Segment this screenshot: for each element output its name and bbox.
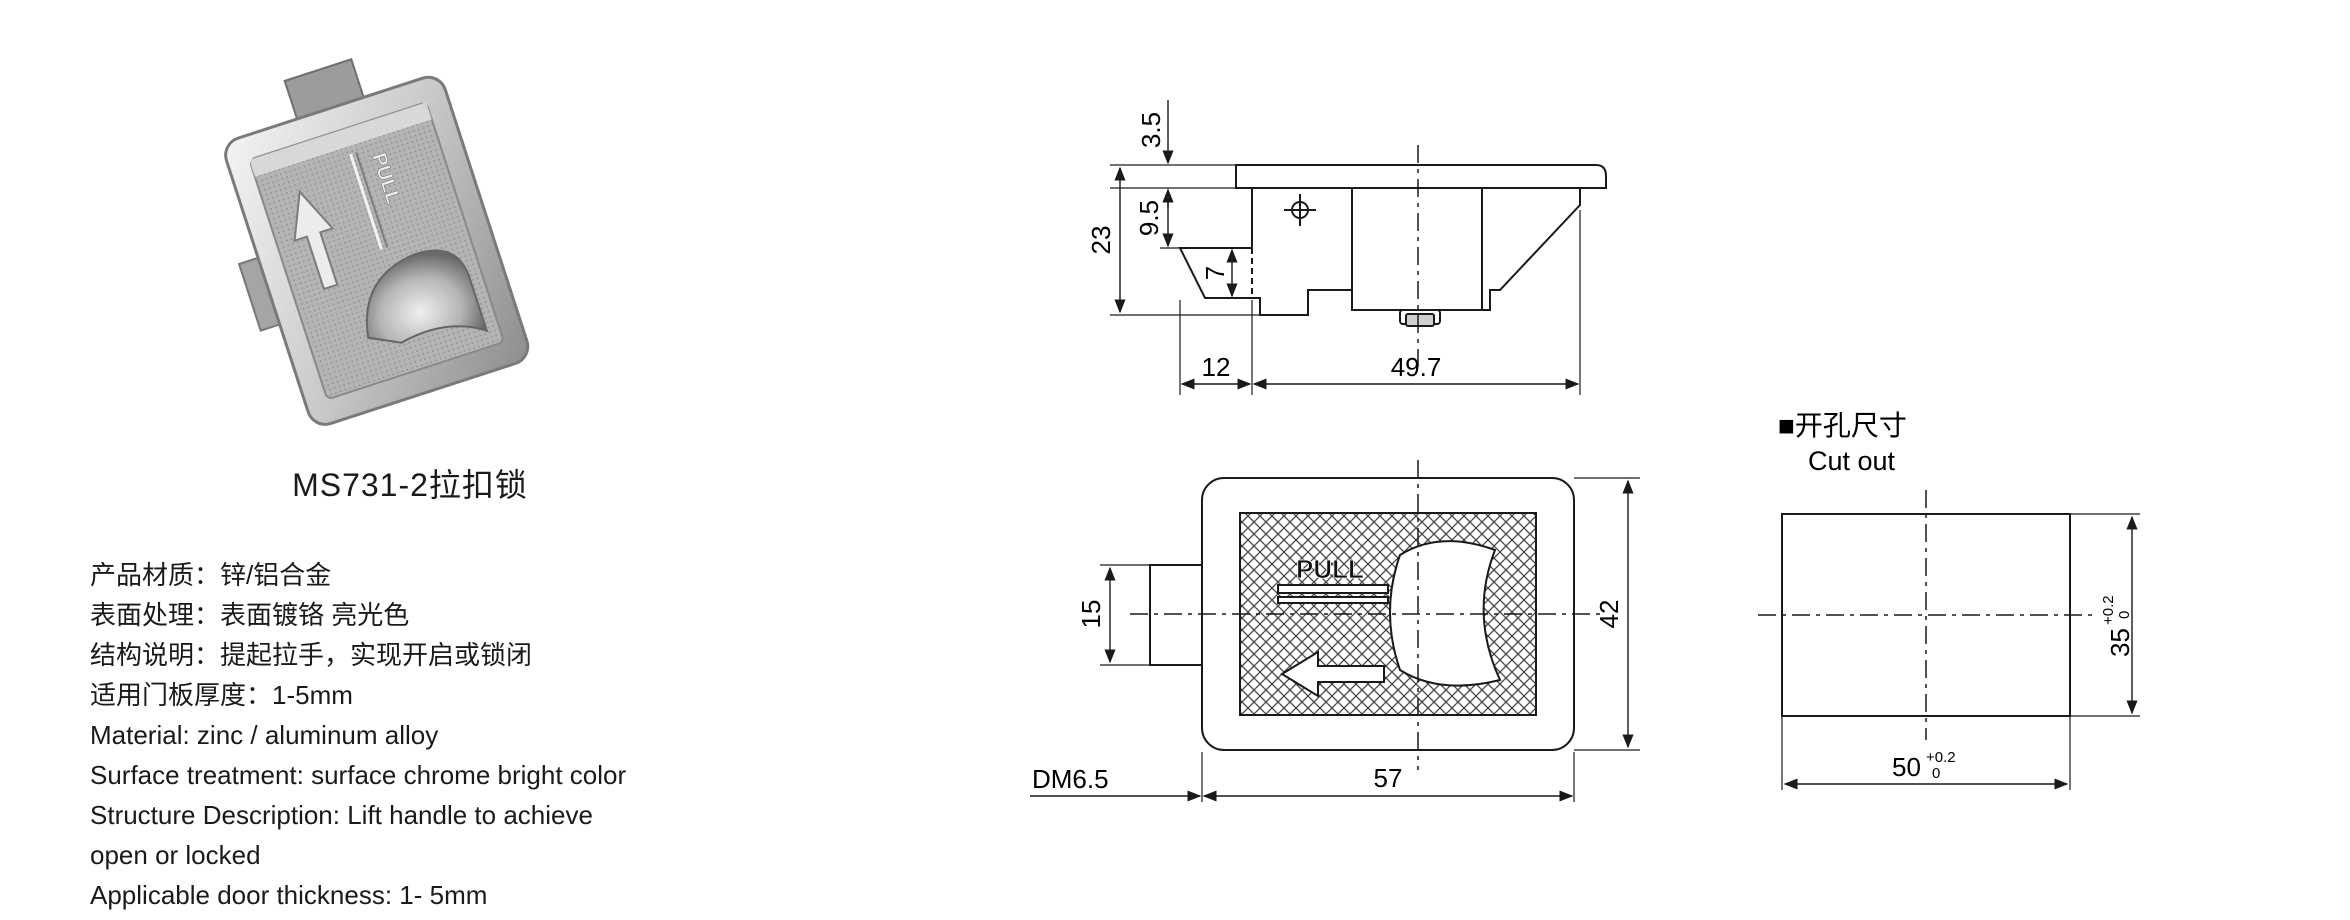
arrow-up-icon — [293, 189, 339, 291]
spec-thickness-cn: 适用门板厚度：1-5mm — [90, 680, 353, 710]
product-photo: PULL — [224, 58, 530, 426]
spec-surface-cn: 表面处理：表面镀铬 亮光色 — [90, 600, 410, 630]
cutout-view — [1758, 490, 2140, 790]
dim-7: 7 — [1200, 266, 1230, 280]
dim-49-7: 49.7 — [1391, 352, 1442, 382]
front-view — [1030, 460, 1640, 802]
cutout-width-base: 50 — [1892, 752, 1921, 782]
dim-42: 42 — [1594, 600, 1624, 629]
front-pull-label: PULL — [1296, 554, 1364, 584]
model-title: MS731-2拉扣锁 — [292, 467, 528, 503]
spec-thickness-en: Applicable door thickness: 1- 5mm — [90, 880, 488, 910]
cutout-height-tol-lower: 0 — [2116, 611, 2133, 619]
cutout-height-base: 35 — [2105, 628, 2135, 657]
dim-dm6-5: DM6.5 — [1032, 764, 1109, 794]
spec-structure-en-cont: open or locked — [90, 840, 261, 870]
dim-12: 12 — [1202, 352, 1231, 382]
dim-9-5: 9.5 — [1134, 200, 1164, 236]
cutout-title-cn: ■开孔尺寸 — [1778, 410, 1907, 441]
spec-structure-cn: 结构说明：提起拉手，实现开启或锁闭 — [90, 640, 533, 670]
cutout-width-tol-upper: +0.2 — [1926, 749, 1956, 766]
side-view — [1110, 100, 1607, 395]
dim-15: 15 — [1076, 600, 1106, 629]
spec-material-cn: 产品材质：锌/铝合金 — [90, 560, 332, 590]
finger-cup — [365, 249, 489, 344]
spec-surface-en: Surface treatment: surface chrome bright… — [90, 760, 627, 790]
cutout-title-en: Cut out — [1808, 446, 1896, 476]
cutout-height-tol-upper: +0.2 — [2100, 595, 2117, 625]
dim-23: 23 — [1086, 226, 1116, 255]
dim-57: 57 — [1374, 763, 1403, 793]
spec-material-en: Material: zinc / aluminum alloy — [90, 720, 439, 750]
spec-list: 产品材质：锌/铝合金 表面处理：表面镀铬 亮光色 结构说明：提起拉手，实现开启或… — [90, 555, 626, 915]
dim-3-5: 3.5 — [1136, 112, 1166, 148]
cutout-width-tol-lower: 0 — [1932, 765, 1940, 782]
spec-structure-en: Structure Description: Lift handle to ac… — [90, 800, 593, 830]
